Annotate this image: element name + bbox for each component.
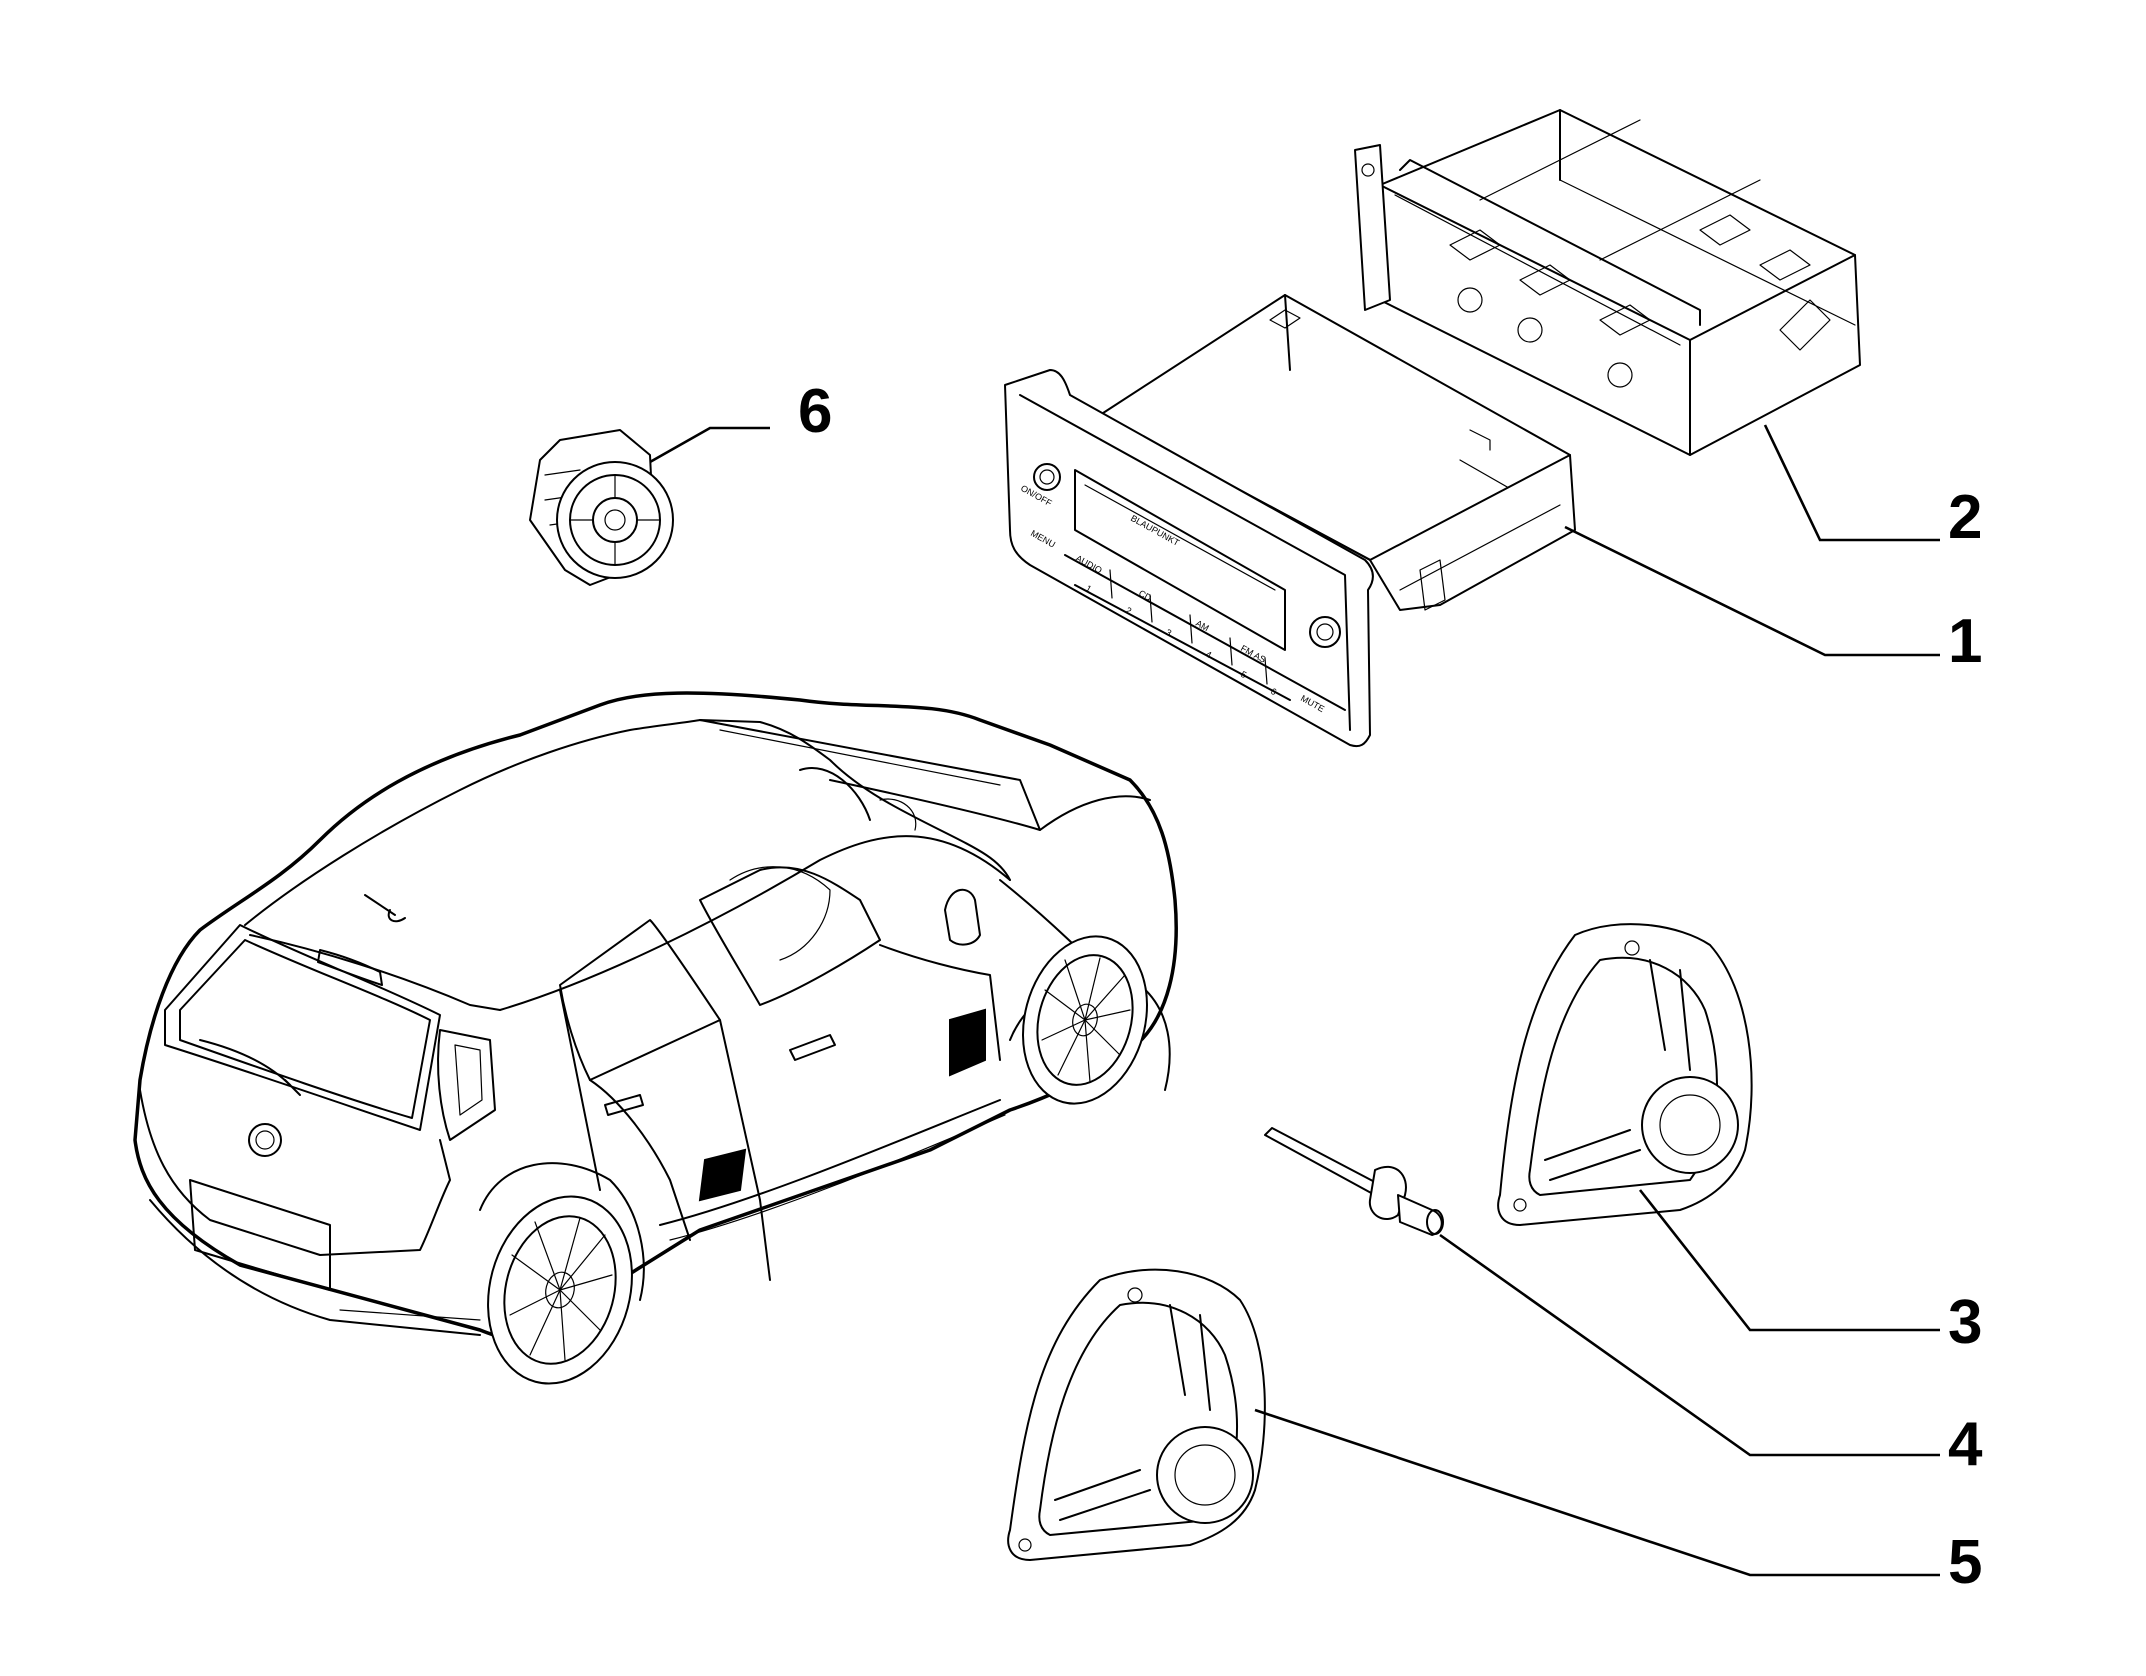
preset-3-label: 3 xyxy=(1164,627,1173,638)
callout-2: 2 xyxy=(1948,483,1982,552)
callout-4: 4 xyxy=(1948,1410,1983,1479)
preset-5-label: 5 xyxy=(1239,669,1248,680)
leader-line-5 xyxy=(1254,1408,1940,1577)
car-illustration xyxy=(133,691,1178,1385)
rear-speaker-illustration xyxy=(1497,923,1753,1226)
front-wheel-spokes xyxy=(1041,957,1131,1083)
leader-line-1 xyxy=(1564,525,1940,657)
callout-1: 1 xyxy=(1948,607,1982,676)
leader-line-3 xyxy=(1638,1189,1940,1332)
leader-lines xyxy=(649,424,1940,1577)
leader-line-4 xyxy=(1439,1233,1940,1457)
preset-6-label: 6 xyxy=(1269,686,1278,697)
front-speaker-illustration xyxy=(1007,1268,1266,1561)
leader-line-6 xyxy=(649,426,770,464)
preset-2-label: 2 xyxy=(1124,605,1133,616)
callout-3: 3 xyxy=(1948,1288,1982,1357)
rivet-illustration xyxy=(1264,1127,1444,1236)
tweeter-illustration xyxy=(529,429,674,586)
callout-6: 6 xyxy=(798,377,832,446)
radio-illustration: ON/OFF BLAUPUNKT MENU AUDIO CD AM FM AS … xyxy=(1004,294,1576,748)
preset-1-label: 1 xyxy=(1084,583,1093,594)
callout-labels: 1 2 3 4 5 6 xyxy=(798,377,1983,1597)
leader-line-2 xyxy=(1763,424,1940,542)
callout-5: 5 xyxy=(1948,1528,1982,1597)
preset-4-label: 4 xyxy=(1204,649,1213,660)
radio-cage-illustration xyxy=(1354,109,1861,456)
rear-wheel-spokes xyxy=(509,1217,613,1361)
